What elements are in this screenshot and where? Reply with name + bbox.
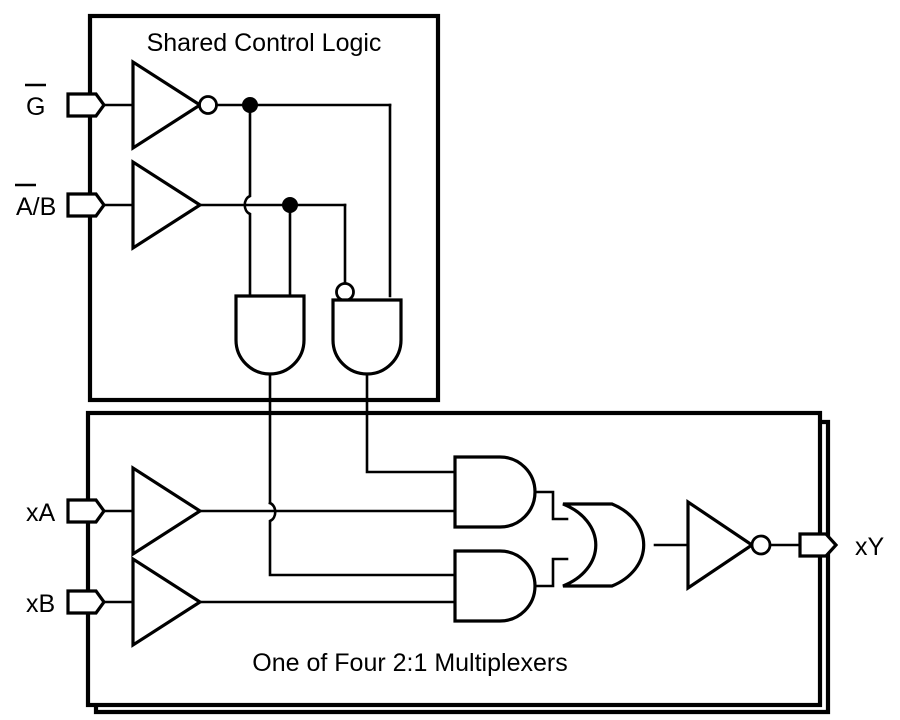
and-gate-select-a xyxy=(331,298,403,376)
buffer-ab-body xyxy=(131,159,203,251)
or-gate-merge xyxy=(562,502,646,588)
wire-and-a-out-to-mux xyxy=(365,372,457,474)
a-b-bar-port-shape[interactable] xyxy=(66,192,106,218)
input-port-xa[interactable] xyxy=(66,498,106,524)
buffer-xa-body xyxy=(131,465,203,557)
label-a-b-bar: A/B xyxy=(15,183,56,221)
and-gate-a-path xyxy=(453,455,537,529)
mux-block xyxy=(85,410,831,715)
and-right-input-bubble xyxy=(335,282,355,302)
label-a-b-bar-text: A/B xyxy=(16,193,56,221)
caption-shared-control-logic: Shared Control Logic xyxy=(147,29,382,57)
label-g-bar-text: G xyxy=(26,93,45,121)
and-gate-b-path xyxy=(453,549,537,623)
and-gate-a-path-body xyxy=(453,455,537,529)
mux-box-stack-shadow xyxy=(93,419,831,715)
or-gate-merge-body xyxy=(562,502,646,588)
inverter-g xyxy=(131,59,218,151)
buffer-xb-body xyxy=(131,556,203,648)
wire-and-b-out-hop-to-lower-and xyxy=(268,501,457,577)
xy-port-shape[interactable] xyxy=(798,532,839,558)
inverter-output-bubble xyxy=(750,534,772,556)
label-xb: xB xyxy=(26,590,55,618)
xa-port-shape[interactable] xyxy=(66,498,106,524)
wire-and-b-to-or xyxy=(533,557,569,588)
output-port-xy[interactable] xyxy=(798,532,839,558)
and-gate-select-a-body xyxy=(331,298,403,376)
buffer-xb xyxy=(131,556,203,648)
and-gate-b-path-body xyxy=(453,549,537,623)
buffer-xa xyxy=(131,465,203,557)
wire-and-a-to-or xyxy=(533,490,569,521)
buffer-ab xyxy=(131,159,203,251)
inverter-g-body xyxy=(131,59,203,151)
inverter-output xyxy=(686,498,772,592)
and-gate-select-b xyxy=(234,294,306,376)
input-port-a-b-bar[interactable] xyxy=(66,192,106,218)
and-gate-select-b-body xyxy=(234,294,306,376)
label-g-bar: G xyxy=(25,83,46,121)
inverter-g-bubble xyxy=(198,95,218,115)
label-xy: xY xyxy=(855,533,885,561)
xb-port-shape[interactable] xyxy=(66,589,106,615)
label-xa: xA xyxy=(26,499,56,527)
g-bar-port-shape[interactable] xyxy=(66,92,106,118)
inverter-output-body xyxy=(686,498,755,592)
input-port-xb[interactable] xyxy=(66,589,106,615)
input-port-g-bar[interactable] xyxy=(66,92,106,118)
mux-box xyxy=(85,410,823,708)
wire-g-not-down-with-hop xyxy=(243,103,252,298)
caption-one-of-four-mux: One of Four 2:1 Multiplexers xyxy=(252,649,567,677)
